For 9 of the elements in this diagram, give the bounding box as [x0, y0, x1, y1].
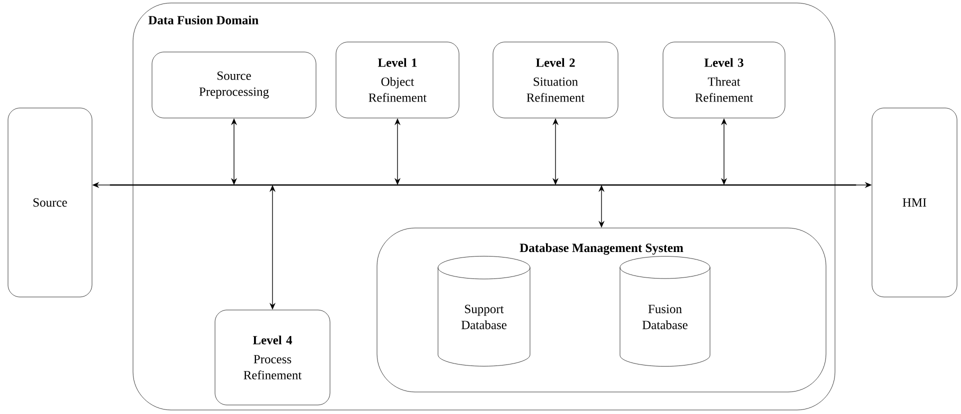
process-box: Level 4 Process Refinement — [214, 310, 330, 406]
terminal-box: Source — [8, 108, 92, 298]
process-box: Source Preprocessing — [152, 52, 316, 118]
process-box: Level 3 Threat Refinement — [662, 42, 786, 118]
terminal-box: HMI — [872, 108, 958, 298]
process-box: Level 2 Situation Refinement — [492, 42, 618, 118]
database-cylinder: Support Database — [438, 256, 530, 366]
database-cylinder: Fusion Database — [620, 256, 710, 367]
process-box: Level 1 Object Refinement — [336, 42, 460, 118]
